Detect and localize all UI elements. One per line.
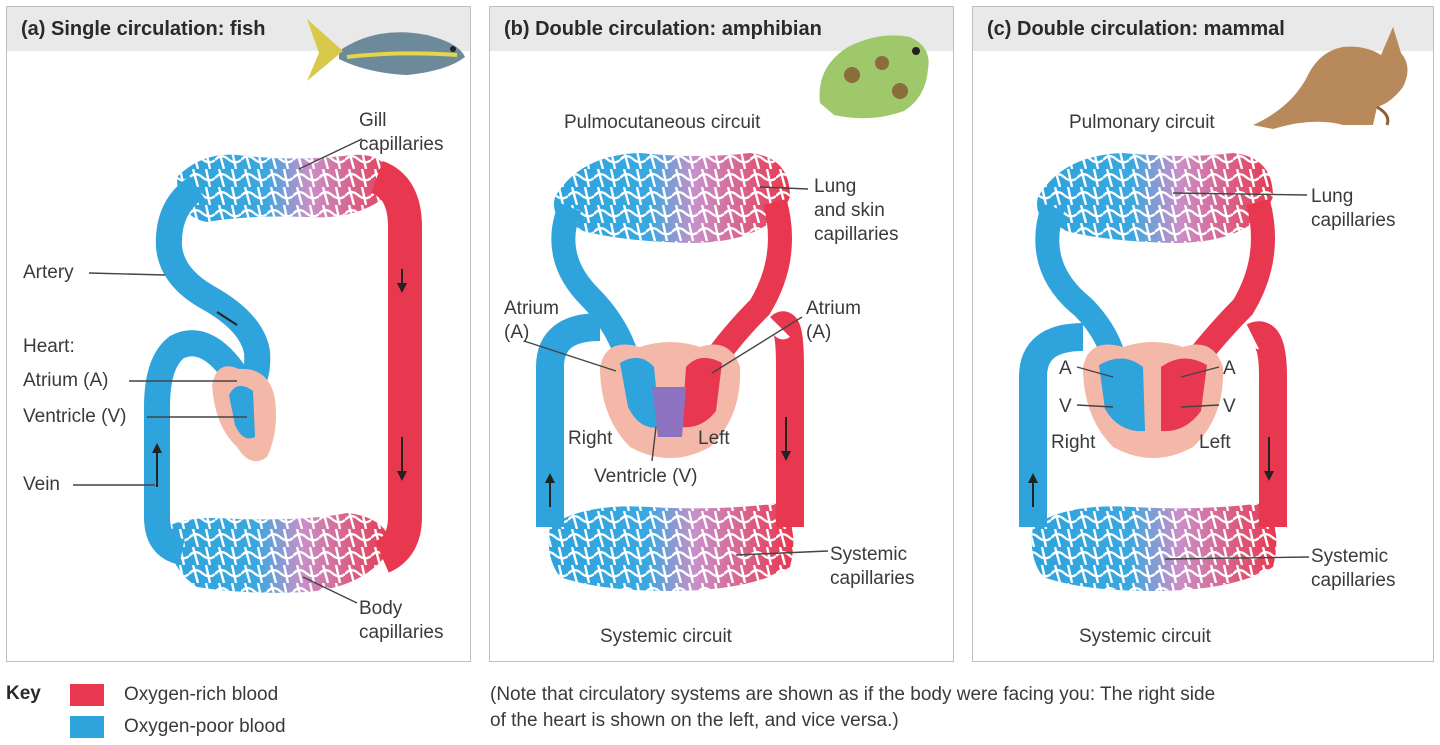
label-systemic-circuit: Systemic circuit	[1079, 626, 1211, 647]
label-v-right: V	[1223, 396, 1236, 417]
label-ventricle: Ventricle (V)	[594, 466, 698, 487]
key-title: Key	[6, 683, 41, 704]
label-artery: Artery	[23, 262, 74, 283]
label-vein: Vein	[23, 474, 60, 495]
systemic-vein-vessel	[536, 313, 601, 527]
pulmonary-artery-vessel	[551, 202, 642, 371]
panel-title: (a) Single circulation: fish	[21, 18, 266, 40]
vein-vessel	[144, 330, 248, 565]
systemic-artery-vessel	[768, 311, 804, 527]
fish-circulation-diagram	[73, 19, 465, 604]
label-lung-capillaries: Lung capillaries	[1311, 186, 1396, 231]
panel-mammal: (c) Double circulation: mammal Pu	[972, 6, 1434, 662]
mammal-circulation-diagram	[1019, 27, 1408, 591]
key-swatch-poor	[70, 716, 104, 738]
label-body-capillaries: Body capillaries	[359, 598, 444, 643]
systemic-vein-vessel	[1019, 323, 1084, 527]
label-gill-capillaries: Gill capillaries	[359, 110, 444, 155]
artery-vessel	[155, 176, 271, 401]
fish-illustration	[307, 19, 465, 81]
panel-header	[973, 7, 1433, 51]
label-ventricle: Ventricle (V)	[23, 406, 127, 427]
label-v-left: V	[1059, 396, 1072, 417]
key-swatch-rich	[70, 684, 104, 706]
label-systemic-circuit: Systemic circuit	[600, 626, 732, 647]
key-label-rich: Oxygen-rich blood	[124, 684, 279, 705]
frog-illustration	[819, 35, 929, 119]
systemic-artery-vessel	[1246, 321, 1287, 527]
orientation-note: (Note that circulatory systems are shown…	[490, 684, 1216, 731]
label-right: Right	[568, 428, 613, 449]
label-left: Left	[698, 428, 730, 449]
label-a-left: A	[1059, 358, 1072, 379]
panel-fish: (a) Single circulation: fish	[6, 6, 471, 662]
key-label-poor: Oxygen-poor blood	[124, 716, 286, 737]
label-heart: Heart:	[23, 336, 75, 357]
label-left: Left	[1199, 432, 1231, 453]
kangaroo-illustration	[1253, 27, 1408, 129]
label-pulmonary-circuit: Pulmonary circuit	[1069, 112, 1215, 133]
oxygen-rich-vessel	[370, 160, 422, 573]
amphibian-circulation-diagram	[523, 35, 929, 591]
label-systemic-capillaries: Systemic capillaries	[1311, 546, 1396, 591]
panel-amphibian: (b) Double circulation: amphibian	[489, 6, 954, 662]
label-atrium-left: Atrium (A)	[504, 298, 559, 343]
label-systemic-capillaries: Systemic capillaries	[830, 544, 915, 589]
label-pulmocutaneous-circuit: Pulmocutaneous circuit	[564, 112, 761, 133]
panel-title: (c) Double circulation: mammal	[987, 18, 1285, 40]
label-atrium: Atrium (A)	[23, 370, 109, 391]
label-atrium-right: Atrium (A)	[806, 298, 861, 343]
label-lung-skin-capillaries: Lung and skin capillaries	[814, 176, 899, 245]
panel-title: (b) Double circulation: amphibian	[504, 18, 822, 40]
label-a-right: A	[1223, 358, 1236, 379]
label-right: Right	[1051, 432, 1096, 453]
